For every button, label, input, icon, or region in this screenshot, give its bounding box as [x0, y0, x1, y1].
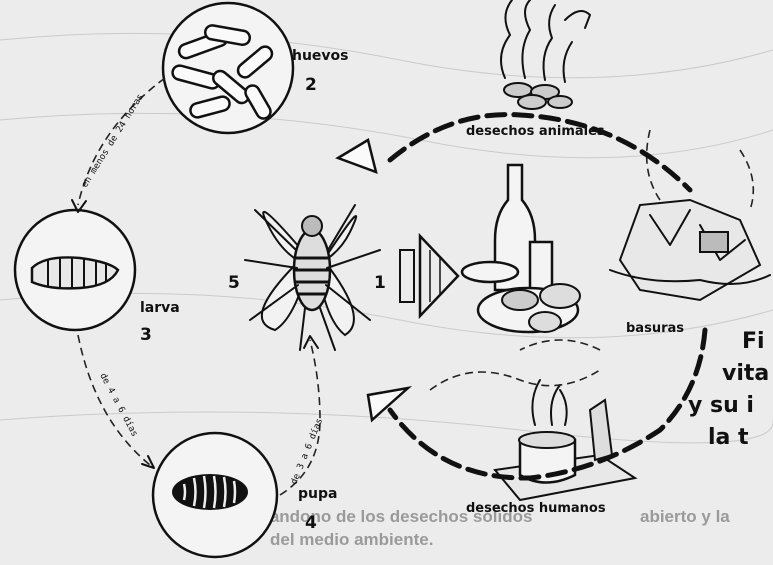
- larva-label: larva: [140, 300, 180, 316]
- garbage-illustration: [610, 130, 770, 300]
- garbage-label: basuras: [626, 321, 684, 336]
- eggs-label: huevos: [292, 48, 349, 64]
- adult-fly: [245, 205, 380, 350]
- background-text-3: abierto y la: [640, 507, 730, 526]
- eggs-circle: [163, 3, 293, 133]
- human-waste-illustration: [495, 380, 635, 500]
- arrowhead-lower: [368, 388, 408, 420]
- human-waste-label: desechos humanos: [466, 501, 606, 516]
- arrowhead-upper: [338, 140, 376, 172]
- adult-number: 5: [228, 273, 240, 293]
- side-text-4: la t: [708, 425, 749, 450]
- pupa-illustration: [172, 474, 248, 510]
- fly-path-lower: [430, 370, 600, 390]
- pupa-to-adult-note: de 3 a 6 días: [290, 417, 326, 486]
- larva-circle: [15, 210, 135, 330]
- contamination-arrow-food: [400, 236, 458, 316]
- fly-path-lower-2: [520, 340, 600, 350]
- pupa-number: 4: [305, 513, 317, 533]
- larva-number: 3: [140, 325, 152, 345]
- side-text-2: vita: [722, 361, 769, 386]
- food-illustration: [462, 165, 580, 332]
- animal-waste-illustration: [501, 0, 590, 109]
- eggs-number: 2: [305, 75, 317, 95]
- eggs-to-larva-arrow: [78, 78, 165, 205]
- pupa-label: pupa: [298, 486, 337, 502]
- eggs-to-larva-note: en menos de 24 horas: [80, 92, 146, 189]
- background-text-2: del medio ambiente.: [270, 530, 433, 549]
- larva-to-pupa-note: de 4 a 6 días: [97, 372, 139, 439]
- side-text-3: y su i: [688, 393, 754, 418]
- food-number: 1: [374, 273, 386, 293]
- pupa-circle: [153, 433, 277, 557]
- side-text-1: Fi: [742, 329, 765, 354]
